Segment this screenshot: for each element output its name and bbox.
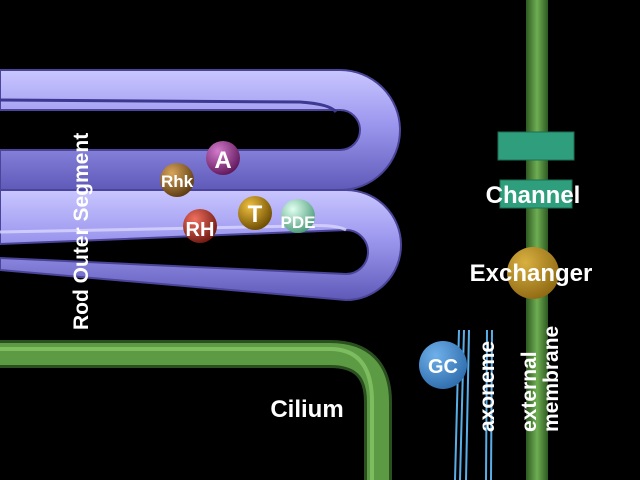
external-membrane-tube	[526, 0, 548, 480]
molecule-t	[238, 196, 272, 230]
label-rhk: Rhk	[161, 172, 194, 191]
channel-slab	[497, 131, 575, 161]
label-exchanger: Exchanger	[470, 260, 593, 287]
label-cilium: Cilium	[270, 396, 343, 423]
label-gc: GC	[428, 356, 458, 378]
molecule-rh	[183, 209, 217, 243]
label-t: T	[248, 201, 263, 228]
axoneme-fibers	[454, 329, 493, 480]
label-axoneme: axoneme	[476, 341, 499, 432]
lower-disc	[0, 189, 402, 302]
molecule-pde	[281, 199, 315, 233]
upper-disc	[0, 69, 401, 191]
label-pde: PDE	[281, 213, 316, 232]
label-channel: Channel	[486, 182, 581, 209]
channel-slab-lower	[499, 179, 573, 209]
label-a: A	[214, 147, 231, 174]
label-rh: RH	[186, 219, 215, 241]
label-membrane: membrane	[540, 326, 563, 432]
gc-sphere	[419, 341, 467, 389]
label-rod-outer-segment: Rod Outer Segment	[70, 133, 93, 330]
exchanger-sphere	[507, 247, 559, 299]
molecule-a	[206, 141, 240, 175]
molecule-rhk	[160, 163, 194, 197]
label-external: external	[518, 351, 541, 432]
